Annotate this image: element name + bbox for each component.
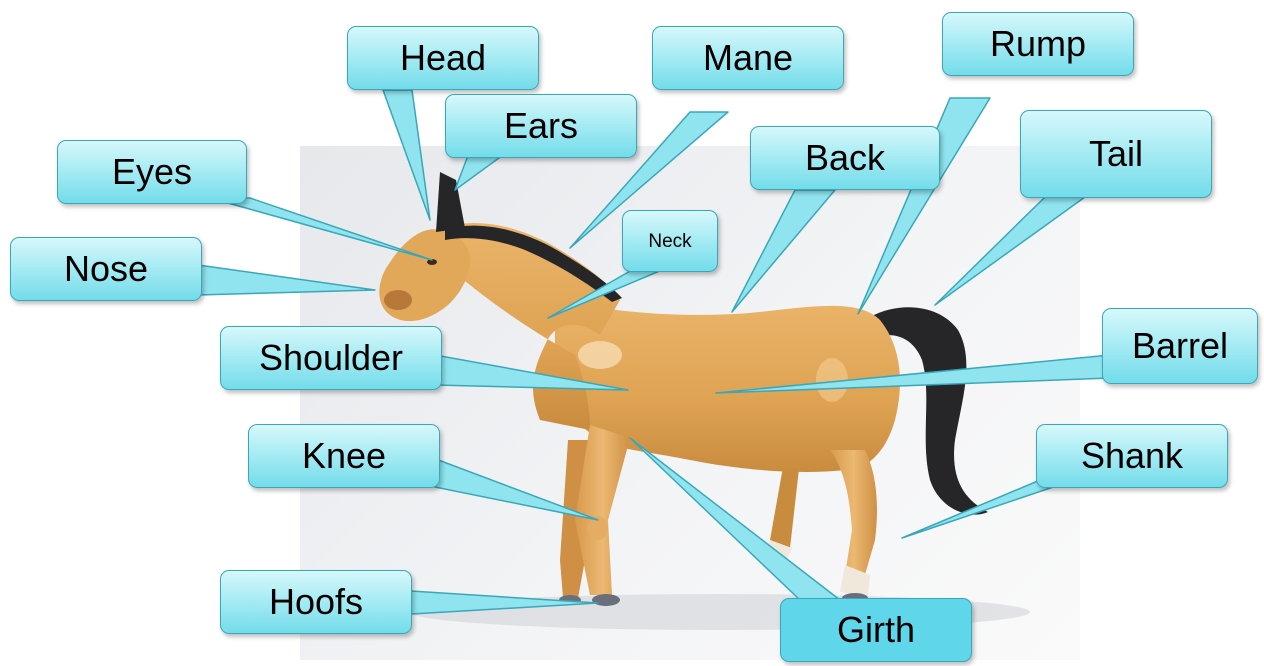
label-girth: Girth bbox=[780, 598, 972, 662]
neck-pointer bbox=[548, 270, 662, 318]
girth-pointer bbox=[630, 438, 840, 600]
barrel-pointer bbox=[716, 355, 1110, 393]
label-ears: Ears bbox=[445, 94, 637, 158]
label-shank: Shank bbox=[1036, 424, 1228, 488]
label-hoofs: Hoofs bbox=[220, 570, 412, 634]
label-rump: Rump bbox=[942, 12, 1134, 76]
eyes-pointer bbox=[210, 198, 432, 260]
tail-pointer bbox=[935, 197, 1085, 305]
knee-pointer bbox=[425, 455, 598, 520]
label-mane: Mane bbox=[652, 26, 844, 90]
label-knee: Knee bbox=[248, 424, 440, 488]
label-eyes: Eyes bbox=[57, 140, 247, 204]
label-head: Head bbox=[347, 26, 539, 90]
head-pointer bbox=[383, 90, 430, 220]
label-barrel: Barrel bbox=[1102, 308, 1258, 384]
label-shoulder: Shoulder bbox=[220, 326, 442, 390]
hoofs-pointer bbox=[395, 590, 598, 615]
label-nose: Nose bbox=[10, 237, 202, 301]
nose-pointer bbox=[198, 265, 375, 295]
shoulder-pointer bbox=[435, 355, 628, 390]
label-neck: Neck bbox=[622, 210, 718, 272]
label-tail: Tail bbox=[1020, 110, 1212, 198]
back-pointer bbox=[732, 190, 835, 312]
label-back: Back bbox=[750, 126, 940, 190]
